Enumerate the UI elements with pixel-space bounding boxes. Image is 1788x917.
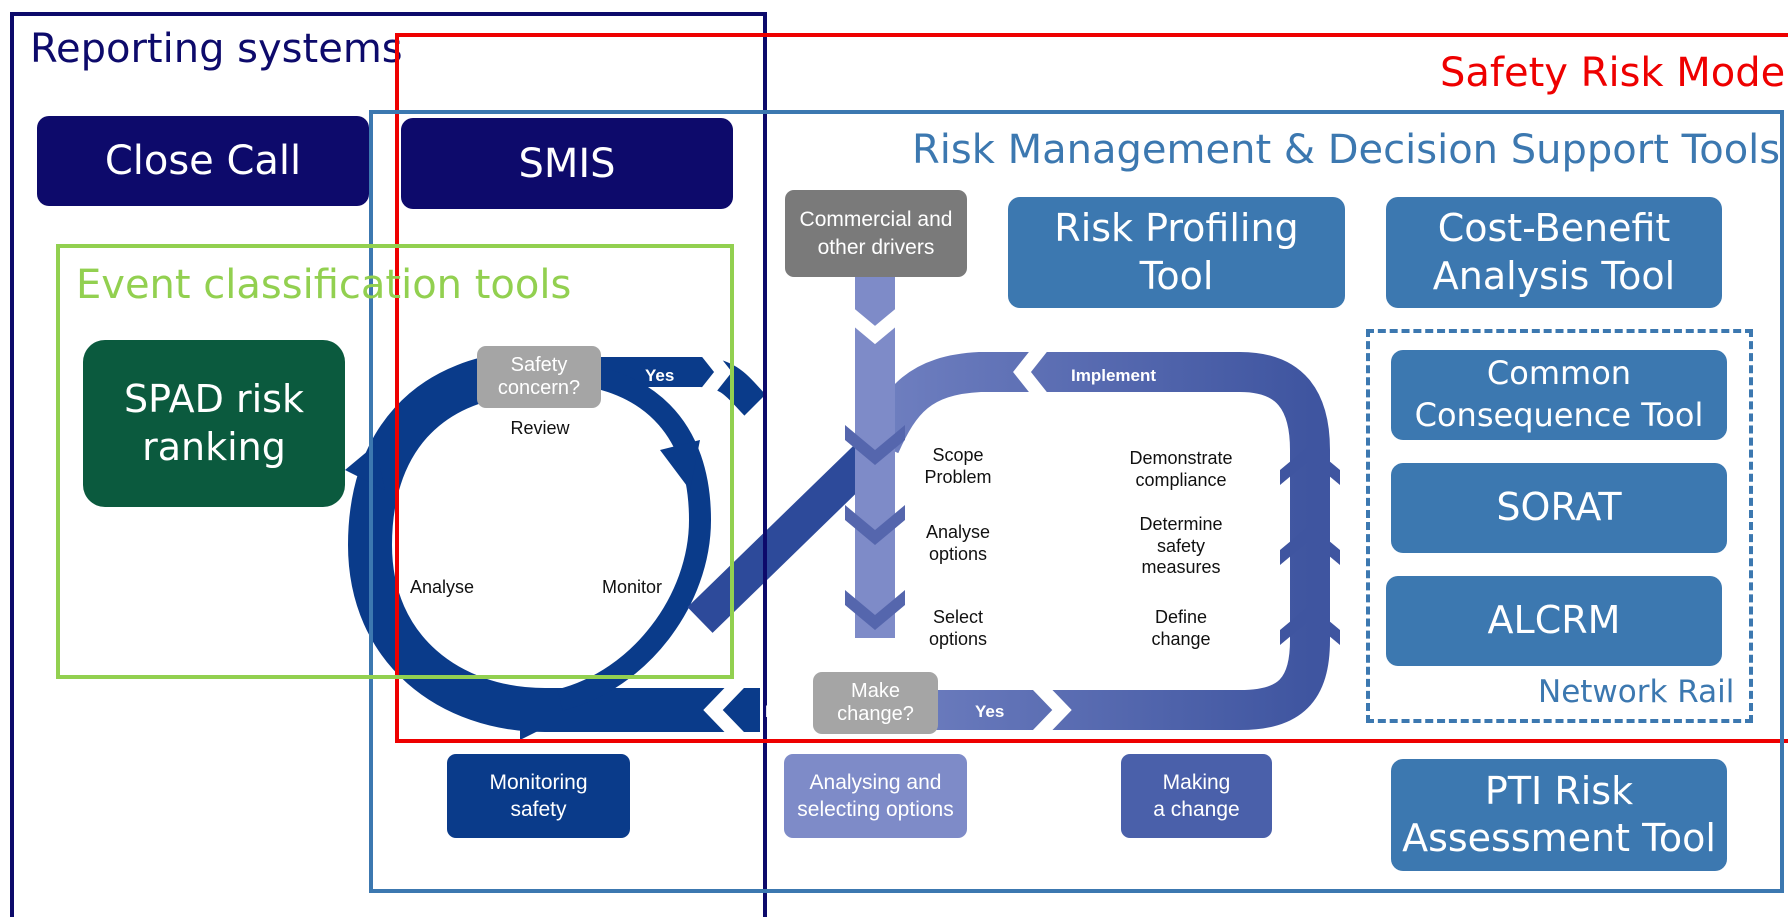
event-classification-frame	[56, 244, 734, 679]
analyse-label: Analyse	[409, 577, 475, 597]
demonstrate-compliance-label: Demonstrate compliance	[1129, 448, 1233, 490]
network-rail-label: Network Rail	[1538, 674, 1735, 710]
yes-top-label: Yes	[645, 366, 675, 385]
risk-management-title: Risk Management & Decision Support Tools	[912, 127, 1781, 173]
analyse-options-label: Analyse options	[925, 522, 991, 564]
common-consequence-tool-box: Common Consequence Tool	[1391, 350, 1727, 440]
spad-risk-ranking-box: SPAD risk ranking	[83, 340, 345, 507]
determine-safety-label: Determine safety measures	[1139, 514, 1223, 578]
monitor-label: Monitor	[601, 577, 663, 597]
close-call-box: Close Call	[37, 116, 369, 206]
safety-risk-model-frame	[395, 33, 1788, 743]
event-classification-title: Event classification tools	[76, 262, 572, 308]
make-change-box: Make change?	[813, 672, 938, 734]
implement-label: Implement	[1071, 366, 1157, 385]
define-change-label: Define change	[1151, 607, 1211, 649]
network-rail-frame	[1366, 329, 1753, 723]
no-top-label: No	[638, 418, 661, 437]
risk-management-frame	[369, 110, 1784, 893]
safety-risk-model-title: Safety Risk Model	[1440, 50, 1788, 96]
select-options-label: Select options	[928, 607, 988, 649]
making-change-box: Making a change	[1121, 754, 1272, 838]
commercial-drivers-box: Commercial and other drivers	[785, 190, 967, 277]
reporting-systems-title: Reporting systems	[30, 26, 403, 72]
sorat-box: SORAT	[1391, 463, 1727, 553]
monitoring-safety-box: Monitoring safety	[447, 754, 630, 838]
risk-profiling-tool-box: Risk Profiling Tool	[1008, 197, 1345, 308]
alcrm-box: ALCRM	[1386, 576, 1722, 666]
cost-benefit-tool-box: Cost-Benefit Analysis Tool	[1386, 197, 1722, 308]
scope-problem-label: Scope Problem	[924, 445, 992, 487]
no-bottom-label: No	[765, 702, 788, 721]
reporting-systems-frame	[10, 12, 767, 917]
smis-box: SMIS	[401, 118, 733, 209]
safety-concern-box: Safety concern?	[477, 346, 601, 408]
yes-bottom-label: Yes	[975, 702, 1005, 721]
pti-risk-assessment-tool-box: PTI Risk Assessment Tool	[1391, 759, 1727, 871]
analysing-selecting-box: Analysing and selecting options	[784, 754, 967, 838]
review-label: Review	[510, 418, 570, 438]
